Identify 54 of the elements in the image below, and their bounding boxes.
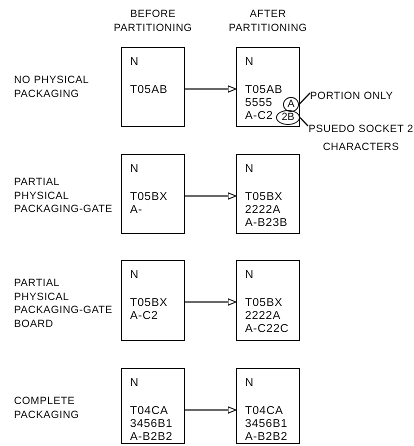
row-label: PARTIAL PHYSICAL PACKAGING-GATE BOARD [14,277,114,331]
part-code: N [130,269,139,282]
row-label: NO PHYSICAL PACKAGING [14,74,90,101]
part-code: T05BX [245,191,283,204]
component-box [236,154,300,234]
component-box [121,154,185,234]
component-box [236,260,300,341]
component-box [121,47,185,127]
part-code: N [130,163,139,176]
circled-mark [283,97,299,112]
part-code: A [287,98,294,111]
column-heading: BEFORE PARTITIONING [112,8,194,35]
component-box [236,368,300,444]
part-code: N [130,56,139,69]
arrow [185,85,236,93]
row-label: PARTIAL PHYSICAL PACKAGING-GATE [14,176,114,216]
column-heading: AFTER PARTITIONING [228,8,308,35]
part-code: T05AB [130,84,168,97]
circled-mark [276,110,300,125]
part-code: 2222A [245,204,281,217]
callout-label: PORTION ONLY [310,90,394,102]
part-code: A-C2 [245,110,274,123]
part-code: 3456B1 [130,418,173,431]
part-code: 5555 [245,97,273,110]
arrow [185,298,236,306]
part-code: A-B2B2 [245,431,288,444]
part-code: T05BX [130,191,168,204]
part-code: N [130,377,139,390]
part-code: A-C22C [245,323,289,336]
component-box [121,260,185,341]
part-code: T04CA [245,405,284,418]
part-code: A-B2B2 [130,431,173,444]
part-code: N [245,269,254,282]
part-code: N [245,163,254,176]
part-code: T05BX [245,297,283,310]
part-code: T04CA [130,405,168,418]
leader-line [300,117,308,126]
part-code: 2B [282,111,294,124]
row-label: COMPLETE PACKAGING [14,395,80,422]
part-code: A- [130,204,142,217]
component-box [121,368,185,444]
part-code: 3456B1 [245,418,288,431]
part-code: 2222A [245,310,281,323]
arrow [185,406,236,414]
part-code: A-C2 [130,310,158,323]
leader-line [298,92,310,105]
part-code: N [245,56,254,69]
part-code: T05BX [130,297,168,310]
part-code: N [245,377,254,390]
part-code: A-B23B [245,217,288,230]
component-box [236,47,300,127]
arrow [185,192,236,200]
part-code: T05AB [245,84,283,97]
callout-label: PSUEDO SOCKET 2 CHARACTERS [308,123,414,153]
